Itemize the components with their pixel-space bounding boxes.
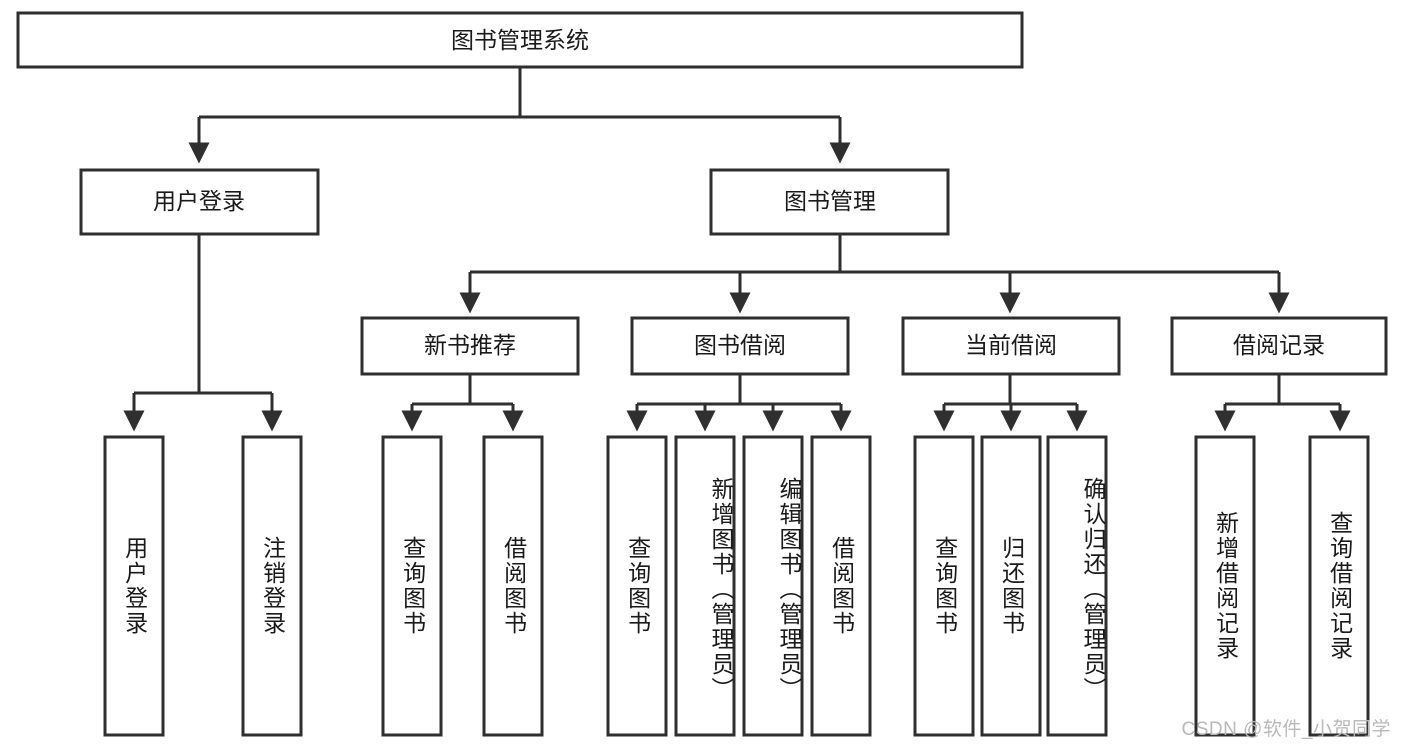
leaf-box-current-borrow-1[interactable] xyxy=(913,435,975,737)
node-user-login-label: 用户登录 xyxy=(153,188,245,214)
node-root-label: 图书管理系统 xyxy=(451,27,589,53)
node-book-borrow[interactable]: 图书借阅 xyxy=(630,316,850,376)
node-new-book-recommend-box[interactable] xyxy=(360,316,580,376)
edge-group-user-login-to-leaves xyxy=(123,234,283,432)
leaf-box-borrow-record-2[interactable] xyxy=(1308,435,1370,737)
node-new-book-recommend[interactable]: 新书推荐 xyxy=(360,316,580,376)
node-current-borrow-box[interactable] xyxy=(901,316,1121,376)
node-new-book-recommend-label: 新书推荐 xyxy=(424,332,516,358)
node-user-login[interactable]: 用户登录 xyxy=(79,168,320,236)
node-book-manage-label: 图书管理 xyxy=(784,188,876,214)
leaf-box-borrow-record-1[interactable] xyxy=(1194,435,1256,737)
edge-group-borrow-record-to-leaves xyxy=(1214,374,1351,432)
leaf-box-current-borrow-2[interactable] xyxy=(980,435,1042,737)
leaf-box-book-borrow-2[interactable] xyxy=(674,435,736,737)
leaf-box-current-borrow-3[interactable] xyxy=(1046,435,1108,737)
node-borrow-record-box[interactable] xyxy=(1170,316,1388,376)
node-book-manage[interactable]: 图书管理 xyxy=(709,168,950,236)
node-root[interactable]: 图书管理系统 xyxy=(16,11,1024,69)
node-book-borrow-box[interactable] xyxy=(630,316,850,376)
leaf-box-book-borrow-3[interactable] xyxy=(742,435,804,737)
watermark-text: CSDN @软件_小贺同学 xyxy=(1181,719,1391,740)
node-user-login-box[interactable] xyxy=(79,168,320,236)
node-root-box[interactable] xyxy=(16,11,1024,69)
leaf-box-book-borrow-4[interactable] xyxy=(810,435,872,737)
leaf-box-new-book-1[interactable] xyxy=(381,435,443,737)
edge-group-root-to-level2 xyxy=(188,67,851,164)
node-borrow-record-label: 借阅记录 xyxy=(1233,332,1325,358)
edge-group-new-book-to-leaves xyxy=(401,374,524,432)
leaf-box-book-borrow-1[interactable] xyxy=(606,435,668,737)
node-book-manage-box[interactable] xyxy=(709,168,950,236)
node-current-borrow[interactable]: 当前借阅 xyxy=(901,316,1121,376)
edge-group-current-borrow-to-leaves xyxy=(933,374,1088,432)
edge-group-book-borrow-to-leaves xyxy=(626,374,852,432)
leaf-box-new-book-2[interactable] xyxy=(482,435,544,737)
leaf-box-group xyxy=(103,435,1370,737)
node-borrow-record[interactable]: 借阅记录 xyxy=(1170,316,1388,376)
edge-group-book-manage-to-level3 xyxy=(459,234,1290,314)
node-book-borrow-label: 图书借阅 xyxy=(694,332,786,358)
leaf-box-user-login-1[interactable] xyxy=(103,435,165,737)
leaf-box-user-login-2[interactable] xyxy=(241,435,303,737)
node-current-borrow-label: 当前借阅 xyxy=(965,332,1057,358)
